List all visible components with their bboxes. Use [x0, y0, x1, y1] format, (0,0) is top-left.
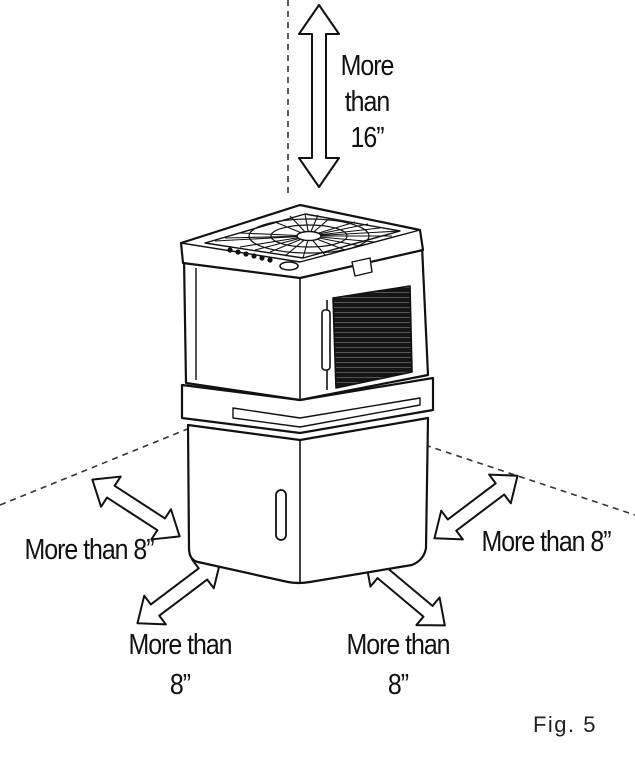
right-side-arrow-icon	[433, 473, 519, 541]
wall-guide-lines	[0, 0, 635, 516]
figure-caption: Fig. 5	[532, 712, 597, 737]
power-button	[279, 261, 299, 271]
dehumidifier-unit	[179, 203, 435, 585]
front-left-clearance-line1: More than	[128, 629, 232, 661]
front-left-clearance-line2: 8”	[169, 669, 191, 701]
top-clearance-line1: More	[340, 50, 395, 82]
top-clearance-line3: 16”	[350, 122, 385, 154]
water-level-window	[275, 489, 287, 541]
top-fan-grille	[204, 213, 401, 259]
side-air-grille	[332, 285, 413, 389]
left-side-arrow-icon	[91, 475, 181, 541]
front-left-clearance-label: More than 8”	[120, 627, 240, 703]
front-right-clearance-line1: More than	[346, 629, 450, 661]
top-clearance-label: More than 16”	[339, 48, 396, 156]
vertical-double-arrow-icon	[298, 4, 340, 188]
water-bucket	[186, 416, 430, 585]
left-clearance-label: More than 8”	[24, 534, 154, 566]
front-right-clearance-line2: 8”	[387, 669, 409, 701]
top-clearance-line2: than	[344, 86, 390, 118]
front-right-clearance-label: More than 8”	[338, 627, 458, 703]
control-panel	[227, 247, 273, 263]
right-clearance-label: More than 8”	[481, 526, 611, 558]
